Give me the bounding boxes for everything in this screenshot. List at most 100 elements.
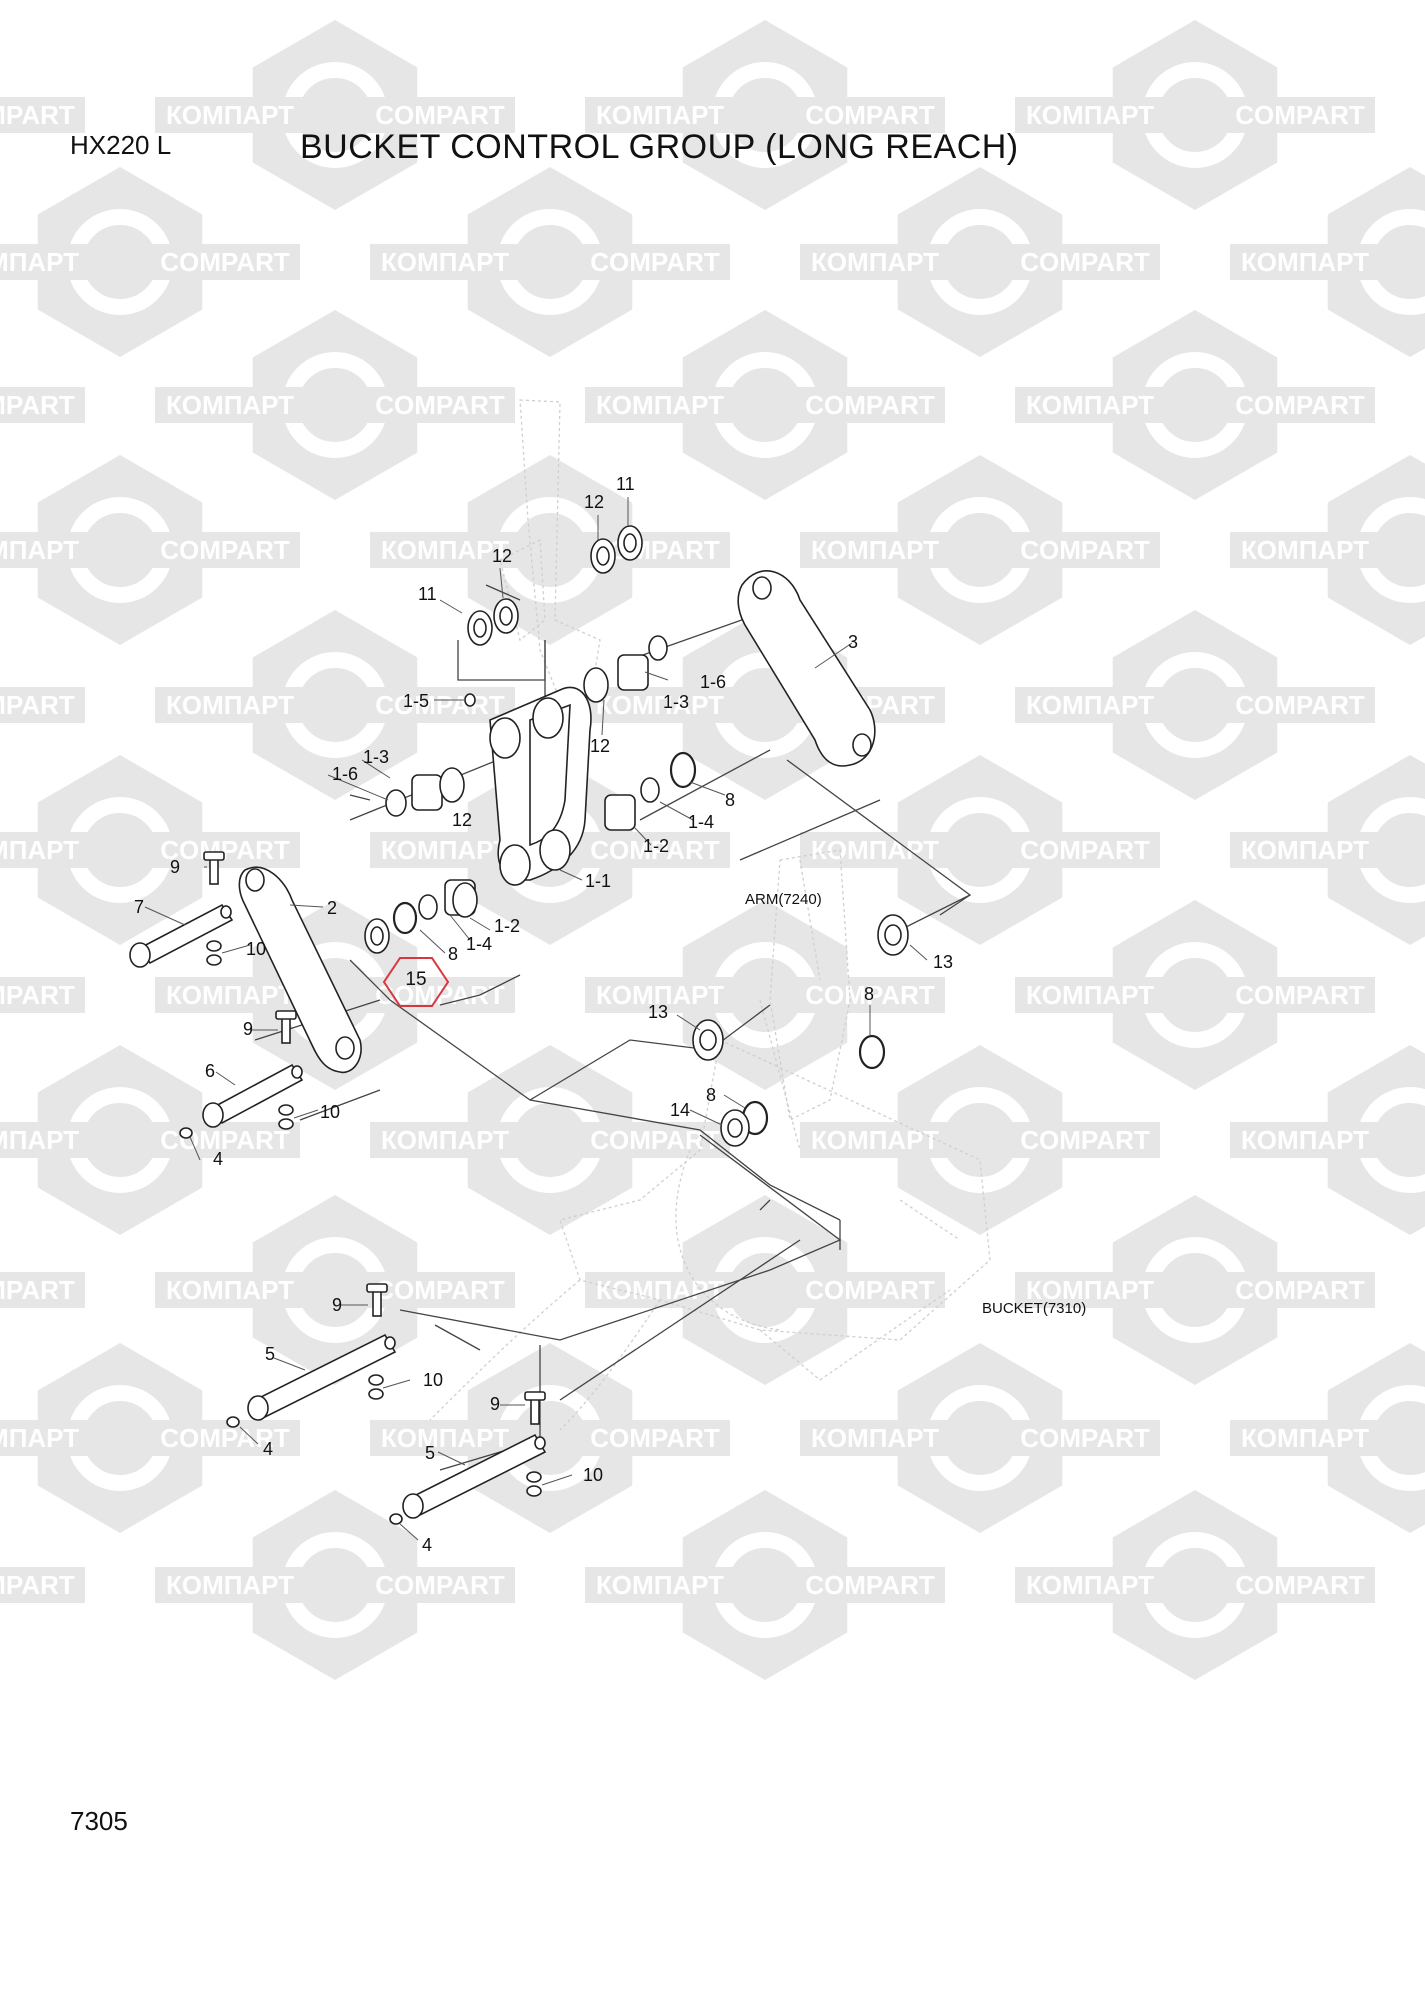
svg-text:КОМПАРТ: КОМПАРТ xyxy=(1241,835,1369,865)
o-rings xyxy=(392,751,886,1136)
washers-side xyxy=(364,914,909,1147)
svg-text:КОМПАРТ: КОМПАРТ xyxy=(811,835,939,865)
callout-9[interactable]: 9 xyxy=(332,1295,342,1315)
svg-text:КОМПАРТ: КОМПАРТ xyxy=(381,1423,509,1453)
svg-text:COMPART: COMPART xyxy=(375,1275,505,1305)
callout-14[interactable]: 14 xyxy=(670,1100,690,1120)
svg-text:КОМПАРТ: КОМПАРТ xyxy=(1241,535,1369,565)
svg-text:COMPART: COMPART xyxy=(590,1423,720,1453)
callout-11[interactable]: 11 xyxy=(616,474,635,494)
bucket-reference-label[interactable]: BUCKET(7310) xyxy=(982,1300,1086,1317)
svg-text:COMPART: COMPART xyxy=(1235,390,1365,420)
callout-8[interactable]: 8 xyxy=(706,1085,716,1105)
callout-5[interactable]: 5 xyxy=(425,1443,435,1463)
svg-text:КОМПАРТ: КОМПАРТ xyxy=(381,535,509,565)
callout-8[interactable]: 8 xyxy=(725,790,735,810)
arm-reference-label[interactable]: ARM(7240) xyxy=(745,891,822,908)
callout-9[interactable]: 9 xyxy=(490,1394,500,1414)
callout-1-5[interactable]: 1-5 xyxy=(403,691,429,711)
callout-10[interactable]: 10 xyxy=(423,1370,443,1390)
watermark-tile: КОМПАРТ COMPART xyxy=(370,167,730,357)
svg-text:COMPART: COMPART xyxy=(1020,535,1150,565)
svg-text:COMPART: COMPART xyxy=(1235,980,1365,1010)
highlight-hexagon[interactable] xyxy=(382,957,450,1007)
callout-10[interactable]: 10 xyxy=(246,939,266,959)
callout-8[interactable]: 8 xyxy=(864,984,874,1004)
callout-12[interactable]: 12 xyxy=(590,736,610,756)
callout-10[interactable]: 10 xyxy=(320,1102,340,1122)
callout-6[interactable]: 6 xyxy=(205,1061,215,1081)
model-label: HX220 L xyxy=(70,130,172,160)
svg-text:COMPART: COMPART xyxy=(590,835,720,865)
callout-4[interactable]: 4 xyxy=(422,1535,432,1555)
callout-labels[interactable]: 11 12 12 11 3 1-5 1-6 1-3 12 1-3 1-6 12 … xyxy=(134,474,953,1555)
callout-4[interactable]: 4 xyxy=(263,1439,273,1459)
callout-1-6[interactable]: 1-6 xyxy=(332,764,358,784)
callout-2[interactable]: 2 xyxy=(327,898,337,918)
callout-10[interactable]: 10 xyxy=(583,1465,603,1485)
callout-9[interactable]: 9 xyxy=(243,1019,253,1039)
svg-text:COMPART: COMPART xyxy=(160,835,290,865)
svg-text:КОМПАРТ: КОМПАРТ xyxy=(166,980,294,1010)
callout-13[interactable]: 13 xyxy=(648,1002,668,1022)
svg-text:КОМПАРТ: КОМПАРТ xyxy=(596,100,724,130)
svg-text:КОМПАРТ: КОМПАРТ xyxy=(1241,1423,1369,1453)
callout-7[interactable]: 7 xyxy=(134,897,144,917)
part-2-link xyxy=(238,866,362,1074)
svg-text:КОМПАРТ: КОМПАРТ xyxy=(166,1570,294,1600)
svg-text:COMPART: COMPART xyxy=(1235,690,1365,720)
callout-13[interactable]: 13 xyxy=(933,952,953,972)
callout-1-2[interactable]: 1-2 xyxy=(494,916,520,936)
callout-1-4[interactable]: 1-4 xyxy=(466,934,492,954)
washers-top xyxy=(467,525,643,646)
callout-8[interactable]: 8 xyxy=(448,944,458,964)
callout-1-6[interactable]: 1-6 xyxy=(700,672,726,692)
callout-4[interactable]: 4 xyxy=(213,1149,223,1169)
callout-11[interactable]: 11 xyxy=(418,584,437,604)
part-1-1-bracket xyxy=(464,686,592,886)
callout-5[interactable]: 5 xyxy=(265,1344,275,1364)
callout-15-highlight[interactable]: 15 xyxy=(382,957,450,1007)
callout-1-2[interactable]: 1-2 xyxy=(643,836,669,856)
callout-3[interactable]: 3 xyxy=(848,632,858,652)
callout-1-3[interactable]: 1-3 xyxy=(663,692,689,712)
callout-1-4[interactable]: 1-4 xyxy=(688,812,714,832)
callout-9[interactable]: 9 xyxy=(170,857,180,877)
svg-text:COMPART: COMPART xyxy=(0,390,75,420)
callout-15[interactable]: 15 xyxy=(405,969,426,990)
svg-text:COMPART: COMPART xyxy=(590,247,720,277)
callout-12[interactable]: 12 xyxy=(452,810,472,830)
callout-12[interactable]: 12 xyxy=(584,492,604,512)
svg-text:КОМПАРТ: КОМПАРТ xyxy=(166,690,294,720)
svg-text:КОМПАРТ: КОМПАРТ xyxy=(381,247,509,277)
svg-text:COMPART: COMPART xyxy=(0,1570,75,1600)
svg-text:КОМПАРТ: КОМПАРТ xyxy=(381,835,509,865)
svg-text:КОМПАРТ: КОМПАРТ xyxy=(596,980,724,1010)
callout-1-1[interactable]: 1-1 xyxy=(585,871,611,891)
parts-linework xyxy=(129,525,909,1525)
svg-text:COMPART: COMPART xyxy=(1235,1570,1365,1600)
reference-labels[interactable]: ARM(7240) BUCKET(7310) xyxy=(745,891,1086,1317)
callout-12[interactable]: 12 xyxy=(492,546,512,566)
callout-1-3[interactable]: 1-3 xyxy=(363,747,389,767)
part-3-link xyxy=(737,570,876,767)
svg-text:COMPART: COMPART xyxy=(375,390,505,420)
svg-text:COMPART: COMPART xyxy=(1020,835,1150,865)
